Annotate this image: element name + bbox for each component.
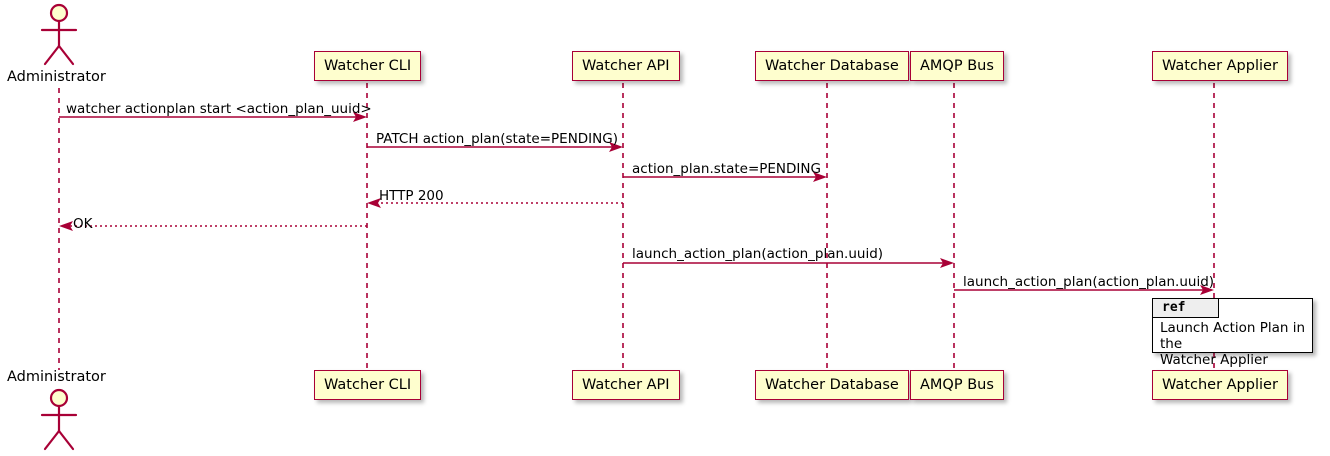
message-label-msg-7: launch_action_plan(action_plan.uuid) (963, 274, 1215, 290)
participant-label: Watcher Applier (1162, 58, 1278, 74)
participant-box-watcher-database-bottom[interactable]: Watcher Database (755, 370, 909, 400)
ref-fragment-line-2: Watcher Applier (1160, 352, 1268, 368)
ref-fragment-line-1: Launch Action Plan in the (1160, 320, 1306, 352)
arrow-msg-2 (367, 142, 623, 152)
message-label-msg-1: watcher actionplan start <action_plan_uu… (66, 101, 372, 117)
participant-label: Watcher API (582, 58, 670, 74)
arrow-msg-5 (59, 221, 367, 231)
participant-label: Watcher Database (765, 377, 899, 393)
participant-label: Watcher CLI (324, 58, 412, 74)
participant-box-amqp-bus-bottom[interactable]: AMQP Bus (910, 370, 1004, 400)
message-label-msg-6: launch_action_plan(action_plan.uuid) (632, 246, 884, 262)
arrow-msg-3 (623, 172, 827, 182)
ref-fragment: ref Launch Action Plan in the Watcher Ap… (1152, 298, 1313, 368)
arrow-msg-6 (623, 258, 954, 268)
participant-label: Watcher CLI (324, 377, 412, 393)
actor-label-administrator-top: Administrator (7, 69, 106, 85)
message-label-msg-2: PATCH action_plan(state=PENDING) (376, 131, 618, 147)
actor-administrator-top (40, 3, 78, 66)
participant-box-watcher-cli-bottom[interactable]: Watcher CLI (314, 370, 422, 400)
message-label-msg-5: OK (73, 216, 93, 232)
participant-box-watcher-database-top[interactable]: Watcher Database (755, 51, 909, 81)
actor-administrator-bottom (40, 388, 78, 451)
arrow-msg-7 (954, 285, 1214, 295)
participant-label: AMQP Bus (920, 58, 994, 74)
ref-fragment-keyword: ref (1162, 300, 1186, 315)
participant-label: Watcher Database (765, 58, 899, 74)
actor-label-administrator-bottom: Administrator (7, 369, 106, 385)
message-label-msg-3: action_plan.state=PENDING (632, 161, 821, 177)
arrow-msg-4 (367, 198, 623, 208)
participant-label: Watcher API (582, 377, 670, 393)
participant-box-watcher-api-top[interactable]: Watcher API (572, 51, 680, 81)
participant-box-watcher-applier-top[interactable]: Watcher Applier (1152, 51, 1288, 81)
participant-label: AMQP Bus (920, 377, 994, 393)
participant-label: Watcher Applier (1162, 377, 1278, 393)
ref-fragment-tab (1153, 299, 1219, 318)
arrow-msg-1 (59, 112, 367, 122)
participant-box-amqp-bus-top[interactable]: AMQP Bus (910, 51, 1004, 81)
participant-box-watcher-applier-bottom[interactable]: Watcher Applier (1152, 370, 1288, 400)
participant-box-watcher-api-bottom[interactable]: Watcher API (572, 370, 680, 400)
ref-fragment-body: Launch Action Plan in the Watcher Applie… (1160, 320, 1310, 368)
message-label-msg-4: HTTP 200 (379, 188, 444, 204)
participant-box-watcher-cli-top[interactable]: Watcher CLI (314, 51, 422, 81)
